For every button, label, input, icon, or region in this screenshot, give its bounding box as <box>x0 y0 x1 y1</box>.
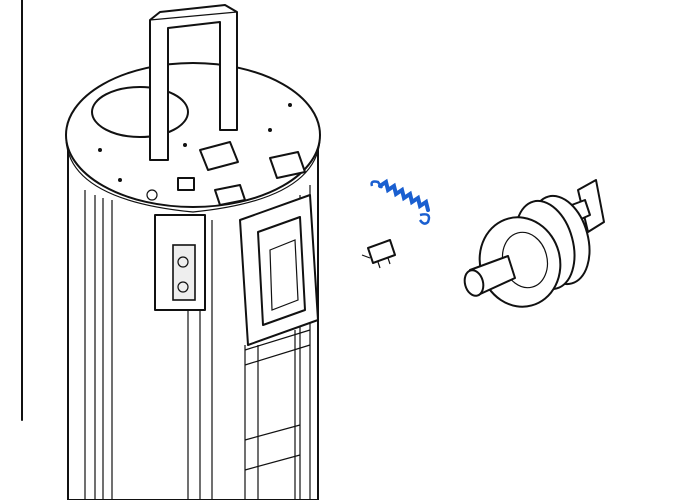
handle-frame <box>149 4 238 161</box>
door-frame <box>239 194 319 500</box>
pulley-assembly <box>463 179 605 308</box>
switch-part <box>361 239 396 269</box>
spring-part <box>370 178 431 225</box>
plate-hole <box>91 86 189 138</box>
top-plate <box>65 62 321 213</box>
side-bracket <box>154 214 213 500</box>
